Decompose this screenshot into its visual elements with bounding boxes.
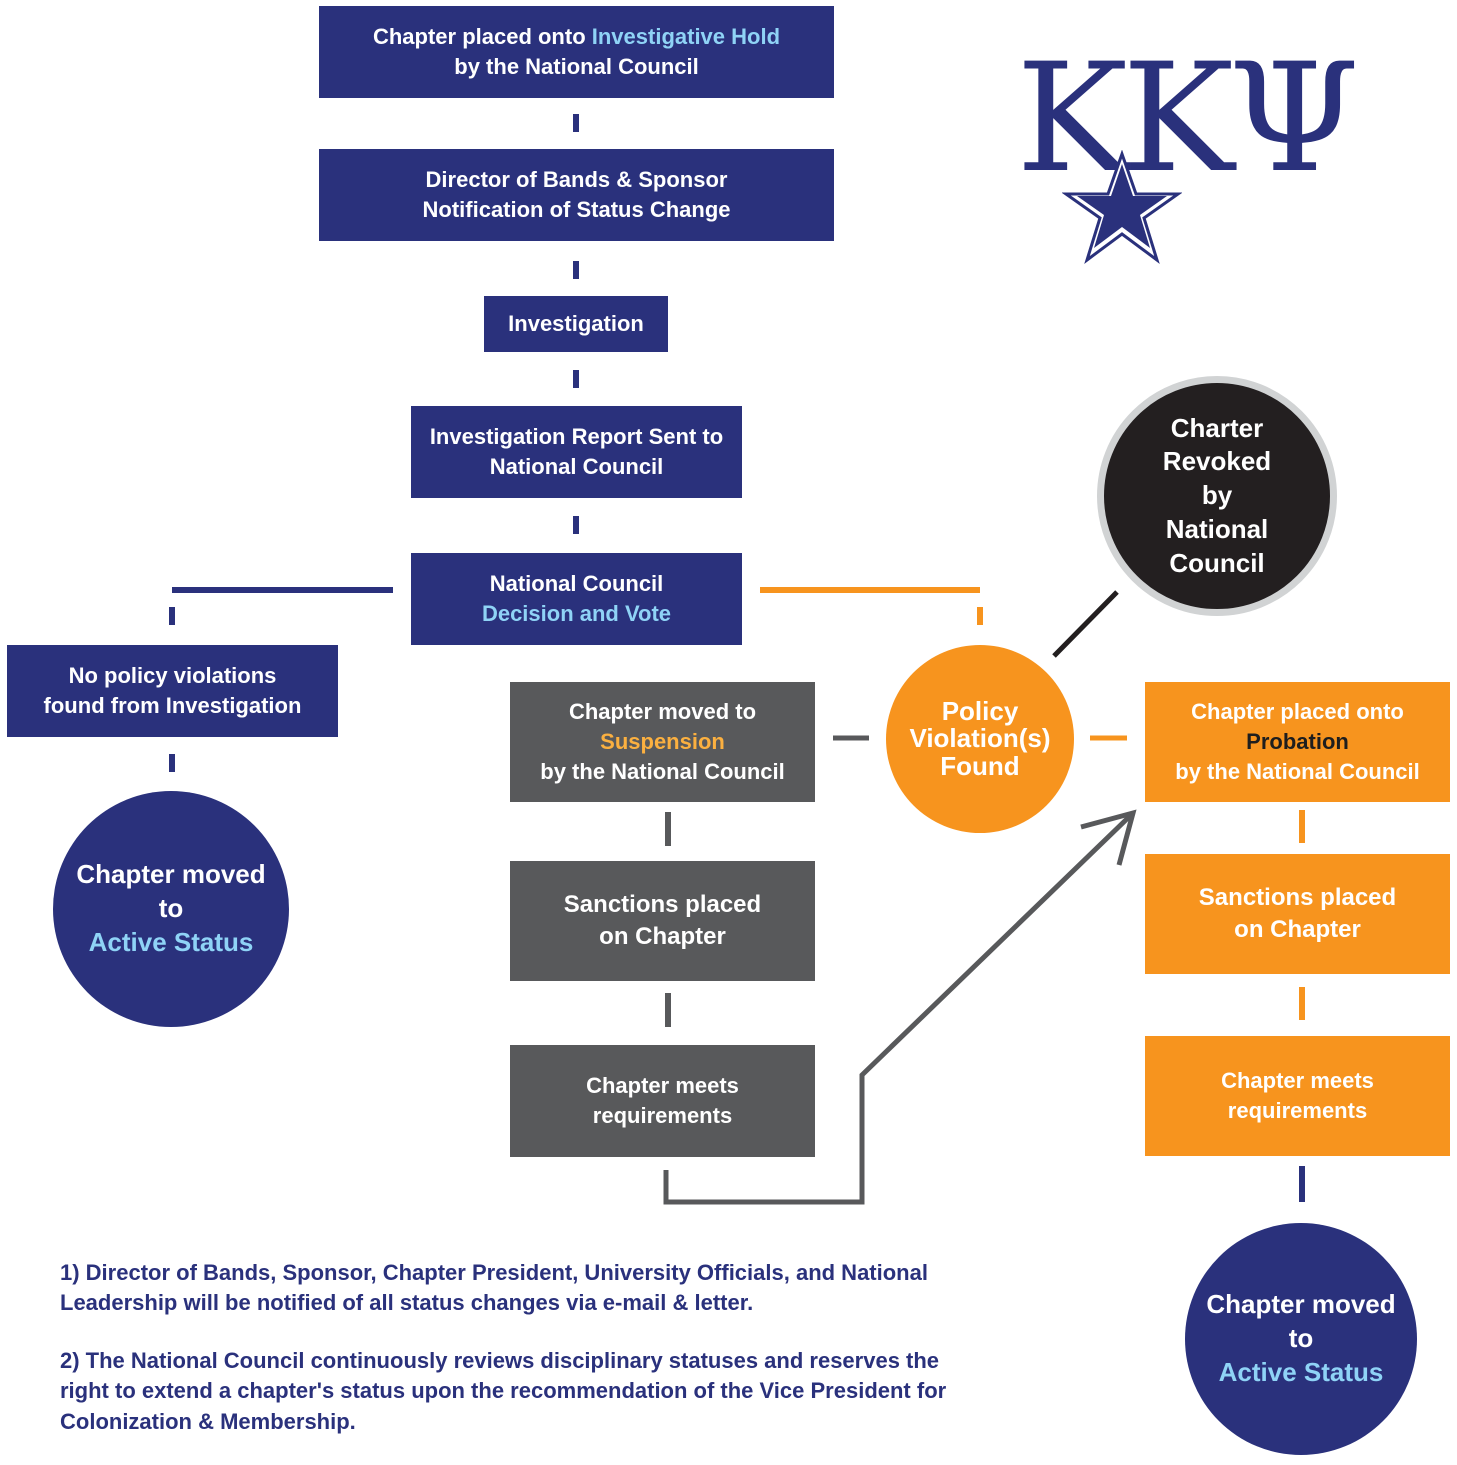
meets-orange-line2: requirements xyxy=(1227,1098,1368,1123)
active-status-circle-right: Chapter moved to Active Status xyxy=(1185,1223,1417,1455)
probation-highlight: Probation xyxy=(1246,729,1349,755)
sanctions-orange-line1: Sanctions placed xyxy=(1198,883,1397,911)
report-line2: National Council xyxy=(489,454,664,479)
suspension-highlight: Suspension xyxy=(600,729,725,755)
investigation-box: Investigation xyxy=(484,296,668,352)
report-line1: Investigation Report Sent to xyxy=(429,424,724,450)
revoked-line4: National xyxy=(1165,513,1269,544)
investigative-hold-highlight: Investigative Hold xyxy=(591,24,781,50)
active-right-line1: Chapter moved xyxy=(1206,1289,1396,1320)
arrowhead xyxy=(1080,809,1137,866)
revoked-line5: Council xyxy=(1169,547,1265,578)
footnotes: 1) Director of Bands, Sponsor, Chapter P… xyxy=(60,1258,960,1465)
note-1: 1) Director of Bands, Sponsor, Chapter P… xyxy=(60,1260,928,1316)
violation-line2: Violation(s) xyxy=(909,723,1051,754)
meets-requirements-orange-box: Chapter meets requirements xyxy=(1145,1036,1450,1156)
active-left-line2: to xyxy=(158,893,184,924)
return-arrow xyxy=(663,813,1133,1205)
suspension-box: Chapter moved to Suspension by the Natio… xyxy=(510,682,815,802)
probation-box: Chapter placed onto Probation by the Nat… xyxy=(1145,682,1450,802)
violation-line1: Policy xyxy=(941,695,1019,726)
suspension-line1: Chapter moved to xyxy=(568,699,757,725)
active-left-line1: Chapter moved xyxy=(76,859,266,890)
active-right-line3: Active Status xyxy=(1218,1356,1384,1387)
investigation-label: Investigation xyxy=(508,311,644,337)
connector xyxy=(1052,590,1119,658)
meets-gray-line1: Chapter meets xyxy=(586,1073,739,1099)
active-left-line3: Active Status xyxy=(88,926,254,957)
report-box: Investigation Report Sent to National Co… xyxy=(411,406,742,498)
hold-line2: by the National Council xyxy=(454,54,699,79)
meets-gray-line2: requirements xyxy=(592,1103,733,1128)
active-right-line2: to xyxy=(1288,1323,1314,1354)
revoked-line3: by xyxy=(1201,480,1233,511)
suspension-line3: by the National Council xyxy=(540,758,785,784)
logo: ΚΚΨ xyxy=(1000,44,1380,270)
sanctions-orange-line2: on Chapter xyxy=(1234,916,1361,943)
meets-orange-line1: Chapter meets xyxy=(1221,1068,1374,1094)
revoked-line1: Charter xyxy=(1170,412,1264,443)
violation-line3: Found xyxy=(940,750,1020,781)
decision-line1: National Council xyxy=(489,571,664,597)
revoked-line2: Revoked xyxy=(1162,446,1272,477)
hold-text: Chapter placed onto xyxy=(372,24,592,50)
meets-requirements-gray-box: Chapter meets requirements xyxy=(510,1045,815,1157)
investigative-hold-box: Chapter placed onto Investigative Hold b… xyxy=(319,6,834,98)
notification-box: Director of Bands & Sponsor Notification… xyxy=(319,149,834,241)
no-violation-line2: found from Investigation xyxy=(43,693,302,718)
charter-revoked-circle: Charter Revoked by National Council xyxy=(1097,376,1337,616)
sanctions-gray-box: Sanctions placed on Chapter xyxy=(510,861,815,981)
star-icon xyxy=(1062,150,1182,264)
no-violation-box: No policy violations found from Investig… xyxy=(7,645,338,737)
note-2: 2) The National Council continuously rev… xyxy=(60,1348,947,1434)
notify-line1: Director of Bands & Sponsor xyxy=(425,167,728,193)
decision-line2: Decision and Vote xyxy=(481,601,672,626)
logo-letters: ΚΚΨ xyxy=(1016,32,1360,206)
probation-line3: by the National Council xyxy=(1175,758,1420,784)
active-status-circle-left: Chapter moved to Active Status xyxy=(53,791,289,1027)
decision-box: National Council Decision and Vote xyxy=(411,553,742,645)
sanctions-orange-box: Sanctions placed on Chapter xyxy=(1145,854,1450,974)
policy-violation-circle: Policy Violation(s) Found xyxy=(886,645,1074,833)
notify-line2: Notification of Status Change xyxy=(422,197,731,222)
probation-line1: Chapter placed onto xyxy=(1191,699,1404,725)
sanctions-gray-line2: on Chapter xyxy=(599,923,726,950)
no-violation-line1: No policy violations xyxy=(68,663,277,689)
sanctions-gray-line1: Sanctions placed xyxy=(563,890,762,918)
